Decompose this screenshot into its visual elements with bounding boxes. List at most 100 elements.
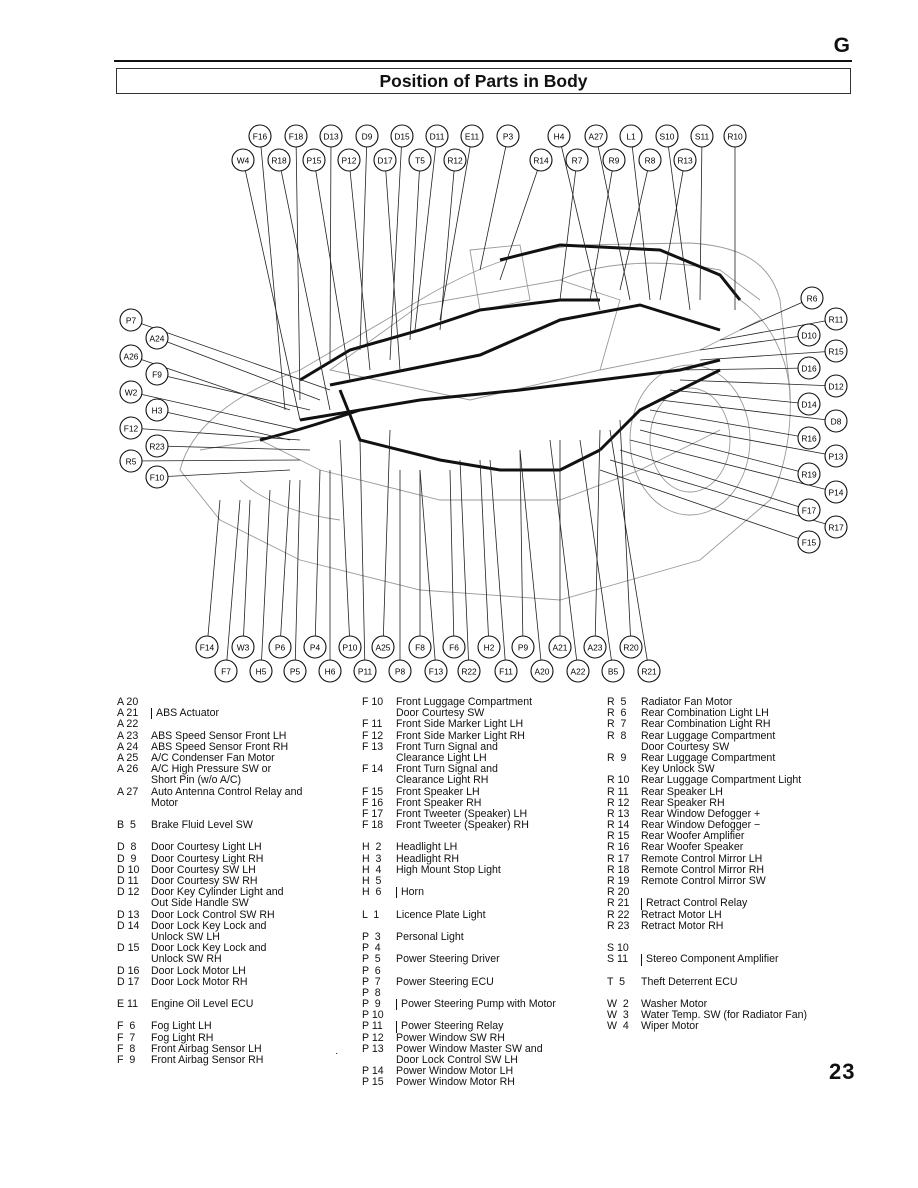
legend-text: Clearance Light LH bbox=[396, 751, 487, 764]
leader-line-r8 bbox=[619, 159, 651, 291]
callout-a23: A23 bbox=[583, 635, 607, 659]
callout-f17: F17 bbox=[797, 498, 821, 522]
callout-circle bbox=[690, 124, 714, 148]
legend-text: Retract Motor LH bbox=[641, 908, 722, 921]
callout-circle bbox=[797, 356, 821, 380]
legend-text: Short Pin (w/o A/C) bbox=[151, 774, 242, 787]
callout-a21: A21 bbox=[548, 635, 572, 659]
legend-text: Rear Luggage Compartment Light bbox=[641, 774, 802, 787]
legend-text: Motor bbox=[151, 796, 179, 809]
callout-text: H6 bbox=[325, 667, 336, 677]
callout-text: P9 bbox=[518, 643, 529, 653]
legend-row: P 8 bbox=[362, 987, 556, 999]
leader-line-a20 bbox=[519, 449, 543, 672]
callout-circle bbox=[824, 444, 848, 468]
callout-circle bbox=[248, 124, 272, 148]
callout-d12: D12 bbox=[824, 374, 848, 398]
legend-row: Door Courtesy SW bbox=[362, 707, 556, 719]
legend-text: Front Tweeter (Speaker) RH bbox=[396, 819, 529, 832]
callout-d11: D11 bbox=[425, 124, 449, 148]
legend-code bbox=[117, 898, 151, 909]
callout-e11: E11 bbox=[460, 124, 484, 148]
leader-line-d12 bbox=[679, 379, 837, 387]
callout-text: D16 bbox=[801, 364, 817, 374]
callout-text: F7 bbox=[221, 667, 231, 677]
callout-circle bbox=[477, 635, 501, 659]
legend-text: Door Lock Control SW LH bbox=[396, 1054, 518, 1066]
legend-row: Key Unlock SW bbox=[607, 763, 807, 775]
callout-text: F10 bbox=[150, 473, 165, 483]
callout-l1: L1 bbox=[619, 124, 643, 148]
callout-r10: R10 bbox=[723, 124, 747, 148]
leader-line-p3 bbox=[479, 135, 509, 271]
callout-text: R22 bbox=[461, 667, 477, 677]
callout-text: T5 bbox=[415, 156, 425, 166]
legend-row: Short Pin (w/o A/C) bbox=[117, 775, 302, 786]
callout-text: F18 bbox=[289, 132, 304, 142]
legend-code: F 18 bbox=[362, 819, 384, 832]
legend-text: Door Courtesy SW bbox=[641, 740, 730, 753]
leader-line-r5 bbox=[130, 459, 301, 462]
legend-code: D 11 bbox=[117, 875, 139, 887]
callout-d9: D9 bbox=[355, 124, 379, 148]
leader-line-r22 bbox=[459, 459, 470, 672]
legend-code: E 11 bbox=[117, 998, 139, 1011]
legend-row bbox=[362, 831, 556, 842]
legend-code: R 15 bbox=[607, 830, 630, 843]
callout-text: B5 bbox=[608, 667, 619, 677]
legend-text: Power Steering Relay bbox=[396, 1021, 503, 1033]
callout-f7: F7 bbox=[214, 659, 238, 683]
legend-text: Door Courtesy Light RH bbox=[151, 852, 264, 865]
callout-text: R20 bbox=[623, 643, 639, 653]
callout-circle bbox=[797, 530, 821, 554]
legend-code: R 11 bbox=[607, 785, 629, 798]
callout-text: P7 bbox=[126, 316, 137, 326]
callout-circle bbox=[548, 635, 572, 659]
callout-d10: D10 bbox=[797, 323, 821, 347]
leader-line-f11 bbox=[489, 459, 507, 672]
legend-code: F 15 bbox=[362, 785, 384, 798]
callout-text: F8 bbox=[415, 643, 425, 653]
leader-line-p14 bbox=[629, 439, 837, 493]
callout-text: R15 bbox=[828, 347, 844, 357]
callout-circle bbox=[584, 124, 608, 148]
callout-circle bbox=[319, 124, 343, 148]
callout-circle bbox=[424, 659, 448, 683]
callout-text: A21 bbox=[553, 643, 568, 653]
callout-circle bbox=[824, 480, 848, 504]
legend-code: W 2 bbox=[607, 998, 629, 1011]
callout-h3: H3 bbox=[145, 398, 169, 422]
callout-circle bbox=[425, 124, 449, 148]
callout-text: F16 bbox=[253, 132, 268, 142]
callout-circle bbox=[284, 124, 308, 148]
legend-text: Rear Woofer Amplifier bbox=[641, 830, 745, 843]
callout-circle bbox=[824, 339, 848, 363]
leader-line-p10 bbox=[339, 439, 351, 648]
leader-line-r17 bbox=[609, 459, 837, 528]
legend-row bbox=[607, 988, 807, 999]
legend-text: Door Lock Key Lock and bbox=[151, 919, 267, 932]
legend-text: Rear Woofer Speaker bbox=[641, 841, 744, 854]
callout-r11: R11 bbox=[824, 307, 848, 331]
callout-text: R16 bbox=[801, 434, 817, 444]
legend-code: B 5 bbox=[117, 819, 136, 832]
callout-f16: F16 bbox=[248, 124, 272, 148]
callout-circle bbox=[797, 498, 821, 522]
leader-line-p15 bbox=[313, 159, 351, 381]
callout-h2: H2 bbox=[477, 635, 501, 659]
leader-line-r6 bbox=[739, 297, 813, 331]
